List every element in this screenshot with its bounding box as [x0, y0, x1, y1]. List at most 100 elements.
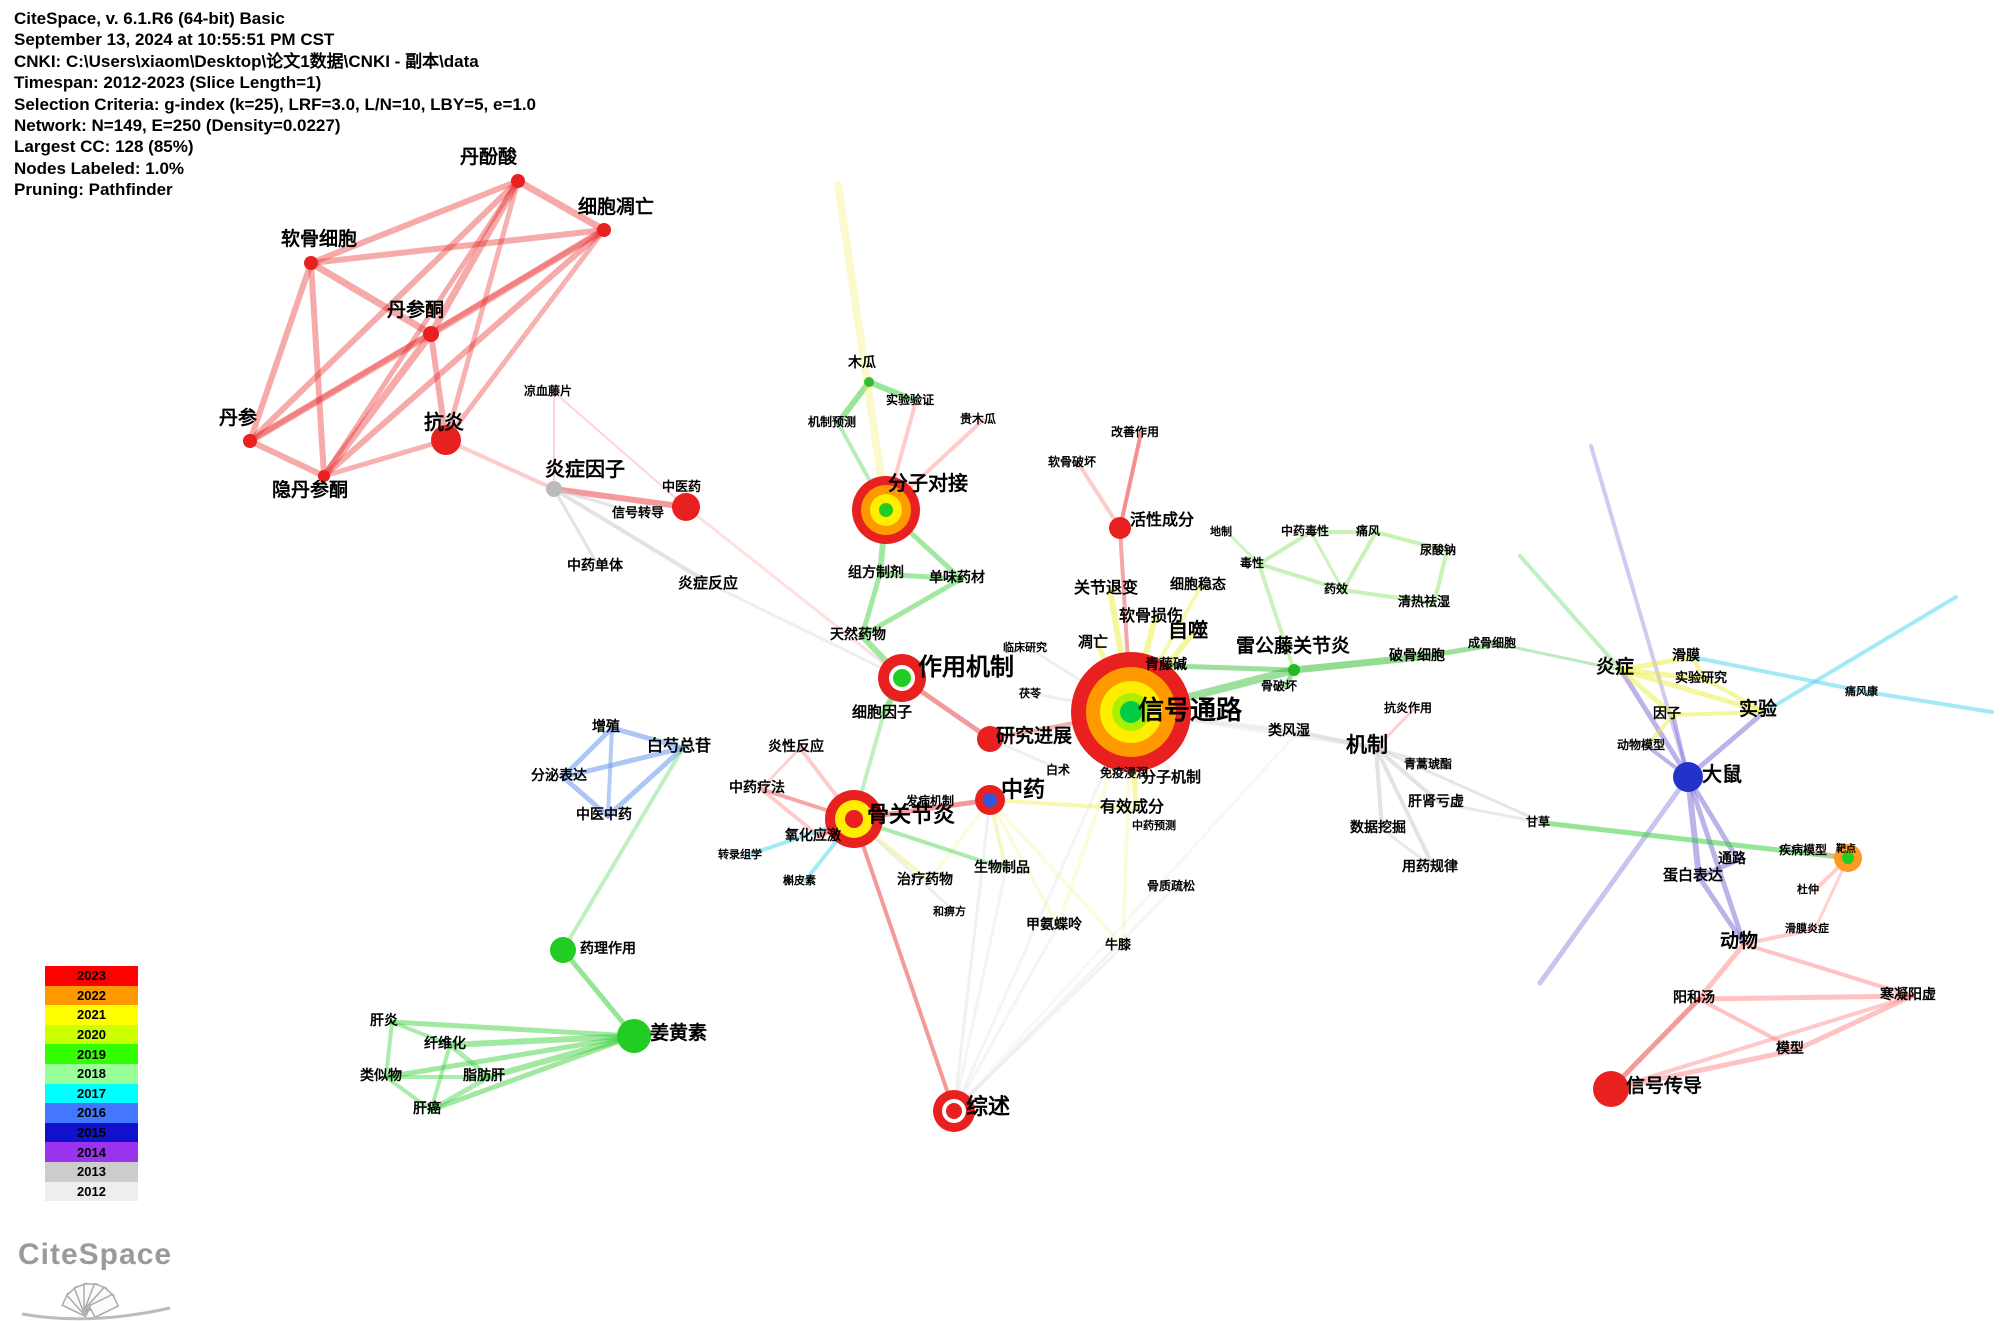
- graph-node-丹参酮[interactable]: [423, 326, 439, 342]
- graph-node-靶点: [1842, 852, 1854, 864]
- graph-node-隐丹参酮[interactable]: [318, 470, 330, 482]
- node-label-免疫浸润: 免疫浸润: [1100, 765, 1148, 780]
- graph-edge: [428, 331, 449, 443]
- graph-node-中医药[interactable]: [672, 493, 700, 521]
- legend-year-2012: 2012: [45, 1181, 138, 1202]
- graph-node-大鼠[interactable]: [1673, 762, 1703, 792]
- graph-edge: [1671, 710, 1766, 717]
- graph-edge: [320, 330, 435, 480]
- graph-node-分子对接: [879, 503, 893, 517]
- node-label-蛋白表达: 蛋白表达: [1663, 866, 1723, 884]
- node-label-雷公藤关节炎: 雷公藤关节炎: [1236, 634, 1350, 657]
- node-label-丹参: 丹参: [219, 406, 257, 429]
- node-label-中医中药: 中医中药: [576, 806, 632, 822]
- node-label-软骨细胞: 软骨细胞: [281, 227, 357, 250]
- graph-edge: [1374, 746, 1442, 805]
- node-label-细胞稳态: 细胞稳态: [1170, 576, 1226, 592]
- node-label-天然药物: 天然药物: [830, 626, 886, 642]
- graph-node-丹参[interactable]: [243, 434, 257, 448]
- graph-node-木瓜[interactable]: [864, 377, 874, 387]
- graph-edge: [1118, 431, 1143, 530]
- node-label-研究进展: 研究进展: [996, 724, 1072, 747]
- graph-edge: [553, 391, 687, 508]
- logo-book-icon: [21, 1282, 171, 1321]
- graph-edge: [1418, 641, 1501, 660]
- graph-edge: [1696, 857, 1741, 880]
- graph-edge: [321, 227, 607, 479]
- graph-edge: [1618, 667, 1691, 780]
- graph-edge: [1374, 746, 1436, 767]
- graph-edge: [1618, 667, 1676, 718]
- node-label-滑膜: 滑膜: [1672, 647, 1700, 663]
- graph-node-活性成分[interactable]: [1109, 517, 1131, 539]
- graph-node-研究进展[interactable]: [977, 726, 1003, 752]
- node-label-白术: 白术: [1046, 762, 1070, 777]
- node-label-槲皮素: 槲皮素: [783, 873, 816, 887]
- graph-edge: [308, 260, 327, 479]
- graph-node-炎症因子[interactable]: [546, 481, 562, 497]
- graph-edge: [247, 438, 327, 479]
- graph-edge: [1742, 927, 1817, 946]
- graph-edge: [384, 1075, 433, 1112]
- graph-edge: [952, 924, 1060, 1113]
- graph-edge: [927, 798, 992, 883]
- graph-edge: [1703, 677, 1766, 714]
- node-label-肝癌: 肝癌: [413, 1100, 441, 1116]
- node-label-成骨细胞: 成骨细胞: [1468, 635, 1516, 650]
- graph-node-信号传导[interactable]: [1593, 1071, 1629, 1107]
- graph-edge: [1742, 942, 1914, 998]
- node-label-有效成分: 有效成分: [1100, 797, 1164, 816]
- citespace-logo: CiteSpace: [18, 1238, 178, 1321]
- node-label-炎症: 炎症: [1596, 655, 1634, 678]
- graph-edge: [988, 798, 1138, 811]
- node-label-治疗药物: 治疗药物: [897, 871, 953, 887]
- graph-edge: [1374, 530, 1449, 553]
- graph-edge: [308, 227, 607, 266]
- graph-edge: [427, 226, 608, 338]
- graph-edge: [1374, 746, 1436, 870]
- graph-edge: [560, 947, 637, 1039]
- node-label-牛膝: 牛膝: [1105, 937, 1132, 952]
- graph-edge: [1169, 663, 1297, 673]
- graph-node-姜黄素[interactable]: [617, 1019, 651, 1053]
- node-label-药理作用: 药理作用: [580, 940, 636, 956]
- node-label-白芍总苷: 白芍总苷: [647, 736, 711, 755]
- graph-edge: [1618, 667, 1708, 682]
- node-label-骨破坏: 骨破坏: [1261, 678, 1297, 693]
- node-label-软骨损伤: 软骨损伤: [1119, 606, 1183, 625]
- graph-edge: [383, 1033, 637, 1080]
- graph-edge: [1518, 554, 1623, 672]
- graph-node-抗炎[interactable]: [431, 425, 461, 455]
- node-label-类似物: 类似物: [360, 1067, 402, 1083]
- node-label-中药: 中药: [1001, 777, 1045, 802]
- node-label-综述: 综述: [966, 1094, 1010, 1119]
- graph-edge: [551, 486, 689, 510]
- graph-edge: [389, 1019, 637, 1039]
- graph-edge: [308, 178, 521, 266]
- graph-edge: [1432, 549, 1449, 605]
- node-label-作用机制: 作用机制: [918, 654, 1014, 681]
- graph-node-丹酚酸[interactable]: [511, 174, 525, 188]
- graph-edge: [1618, 667, 1767, 715]
- info-line: September 13, 2024 at 10:55:51 PM CST: [14, 30, 335, 50]
- node-label-临床研究: 临床研究: [1003, 640, 1047, 654]
- node-label-发病机制: 发病机制: [905, 793, 954, 808]
- graph-edge: [1685, 709, 1767, 780]
- node-label-中药单体: 中药单体: [567, 557, 624, 573]
- graph-edge: [561, 746, 685, 952]
- graph-edge: [952, 944, 1125, 1113]
- graph-edge: [447, 1042, 492, 1080]
- graph-edge: [443, 227, 607, 443]
- graph-node-软骨细胞[interactable]: [304, 256, 318, 270]
- node-label-信号传导: 信号传导: [1626, 1074, 1702, 1097]
- graph-edge: [1690, 655, 1707, 681]
- node-label-木瓜: 木瓜: [847, 354, 876, 370]
- graph-node-雷公藤关节炎[interactable]: [1288, 664, 1300, 676]
- graph-edge: [552, 487, 601, 569]
- graph-node-药理作用[interactable]: [550, 937, 576, 963]
- graph-node-细胞凋亡[interactable]: [597, 223, 611, 237]
- graph-edge: [384, 1020, 394, 1079]
- node-label-数据挖掘: 数据挖掘: [1350, 819, 1406, 835]
